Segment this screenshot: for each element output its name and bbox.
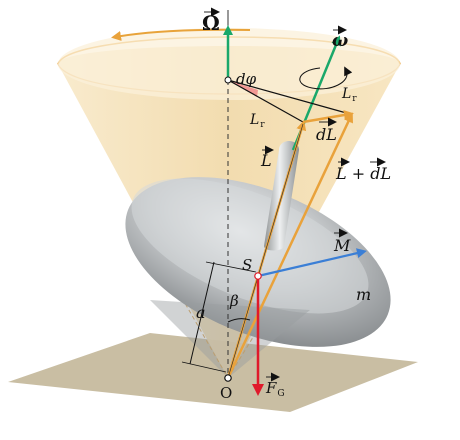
a-dimension-line	[189, 261, 215, 365]
a-tick-bottom	[181, 361, 227, 373]
L-plus-dL-vector	[226, 112, 353, 379]
spin-rotation-loop	[299, 66, 353, 90]
m-label: m	[356, 285, 371, 304]
beta-label: β	[229, 292, 239, 310]
center-of-mass-point	[254, 272, 262, 280]
L-vector-outline	[227, 123, 304, 379]
lr-left-label: Lr	[249, 112, 265, 130]
a-tick-top	[205, 261, 257, 273]
O-label: O	[220, 384, 232, 402]
FG-label: FG	[265, 379, 285, 399]
dL-vector	[302, 110, 354, 124]
pivot-point	[224, 374, 232, 382]
a-label: a	[196, 303, 206, 322]
precession-arrow	[111, 28, 251, 41]
ground-plane	[8, 333, 418, 412]
apex-point-top	[224, 76, 232, 84]
dphi-label: dφ	[236, 70, 257, 88]
M-label: M	[333, 236, 351, 255]
beta-arc	[227, 318, 251, 323]
lr-line-left	[227, 79, 304, 123]
L-label: L	[260, 151, 272, 170]
torque-vector	[257, 248, 367, 278]
lr-top-label: Lr	[341, 86, 357, 104]
lr-line-top	[227, 79, 351, 115]
S-label: S	[242, 256, 252, 274]
L-plus-dL-label: L + dL	[335, 164, 391, 183]
big-omega-label: Ω	[202, 11, 220, 35]
label-overarrows	[204, 7, 386, 382]
small-omega-label: ω	[332, 31, 348, 51]
dL-label: dL	[316, 125, 337, 144]
